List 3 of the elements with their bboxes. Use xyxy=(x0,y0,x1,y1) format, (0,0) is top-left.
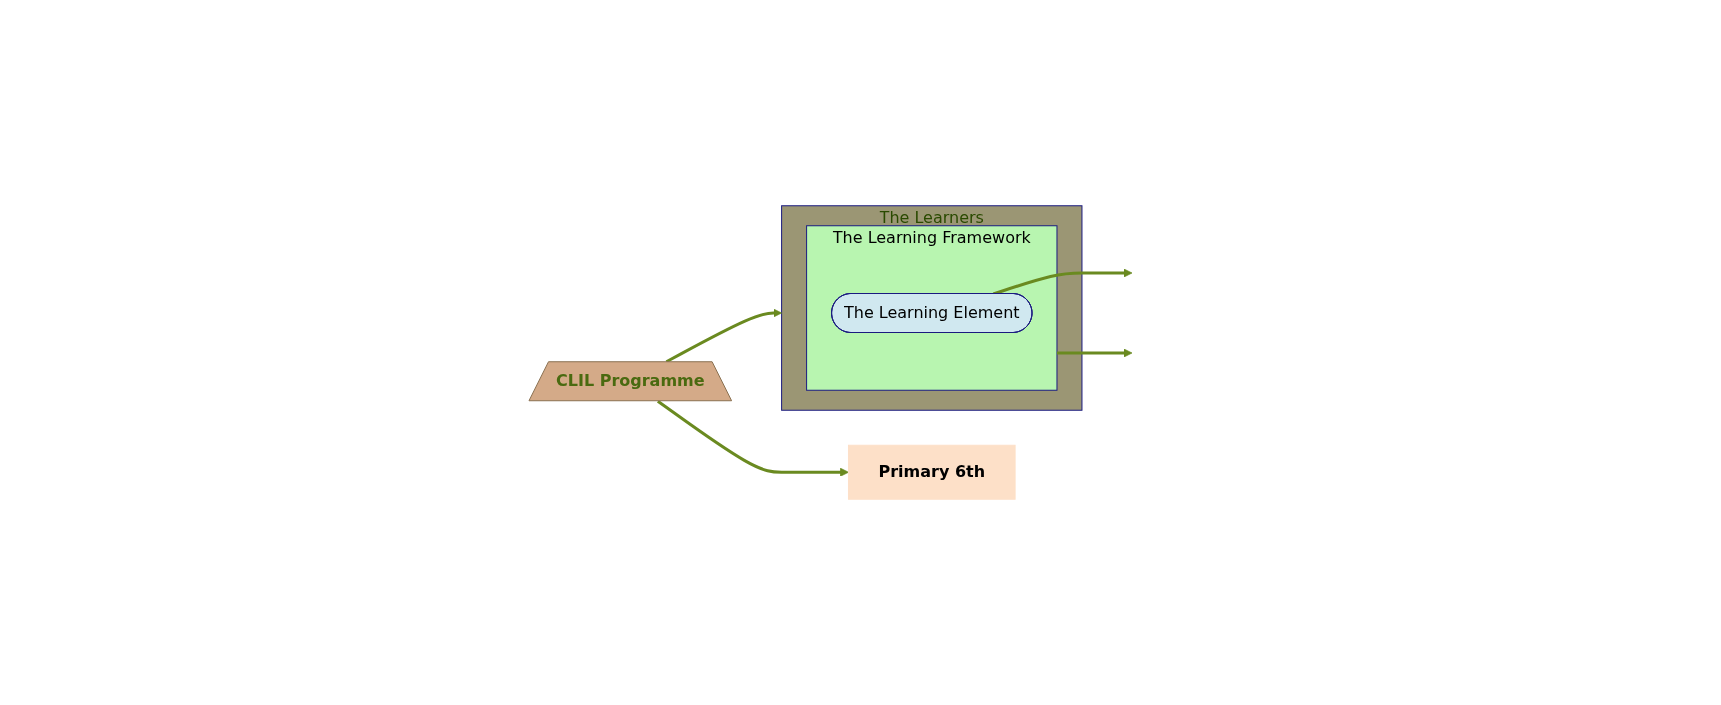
arrow xyxy=(1057,348,1133,358)
node-box: Primary 6th xyxy=(848,444,1016,500)
arrow xyxy=(657,400,849,477)
